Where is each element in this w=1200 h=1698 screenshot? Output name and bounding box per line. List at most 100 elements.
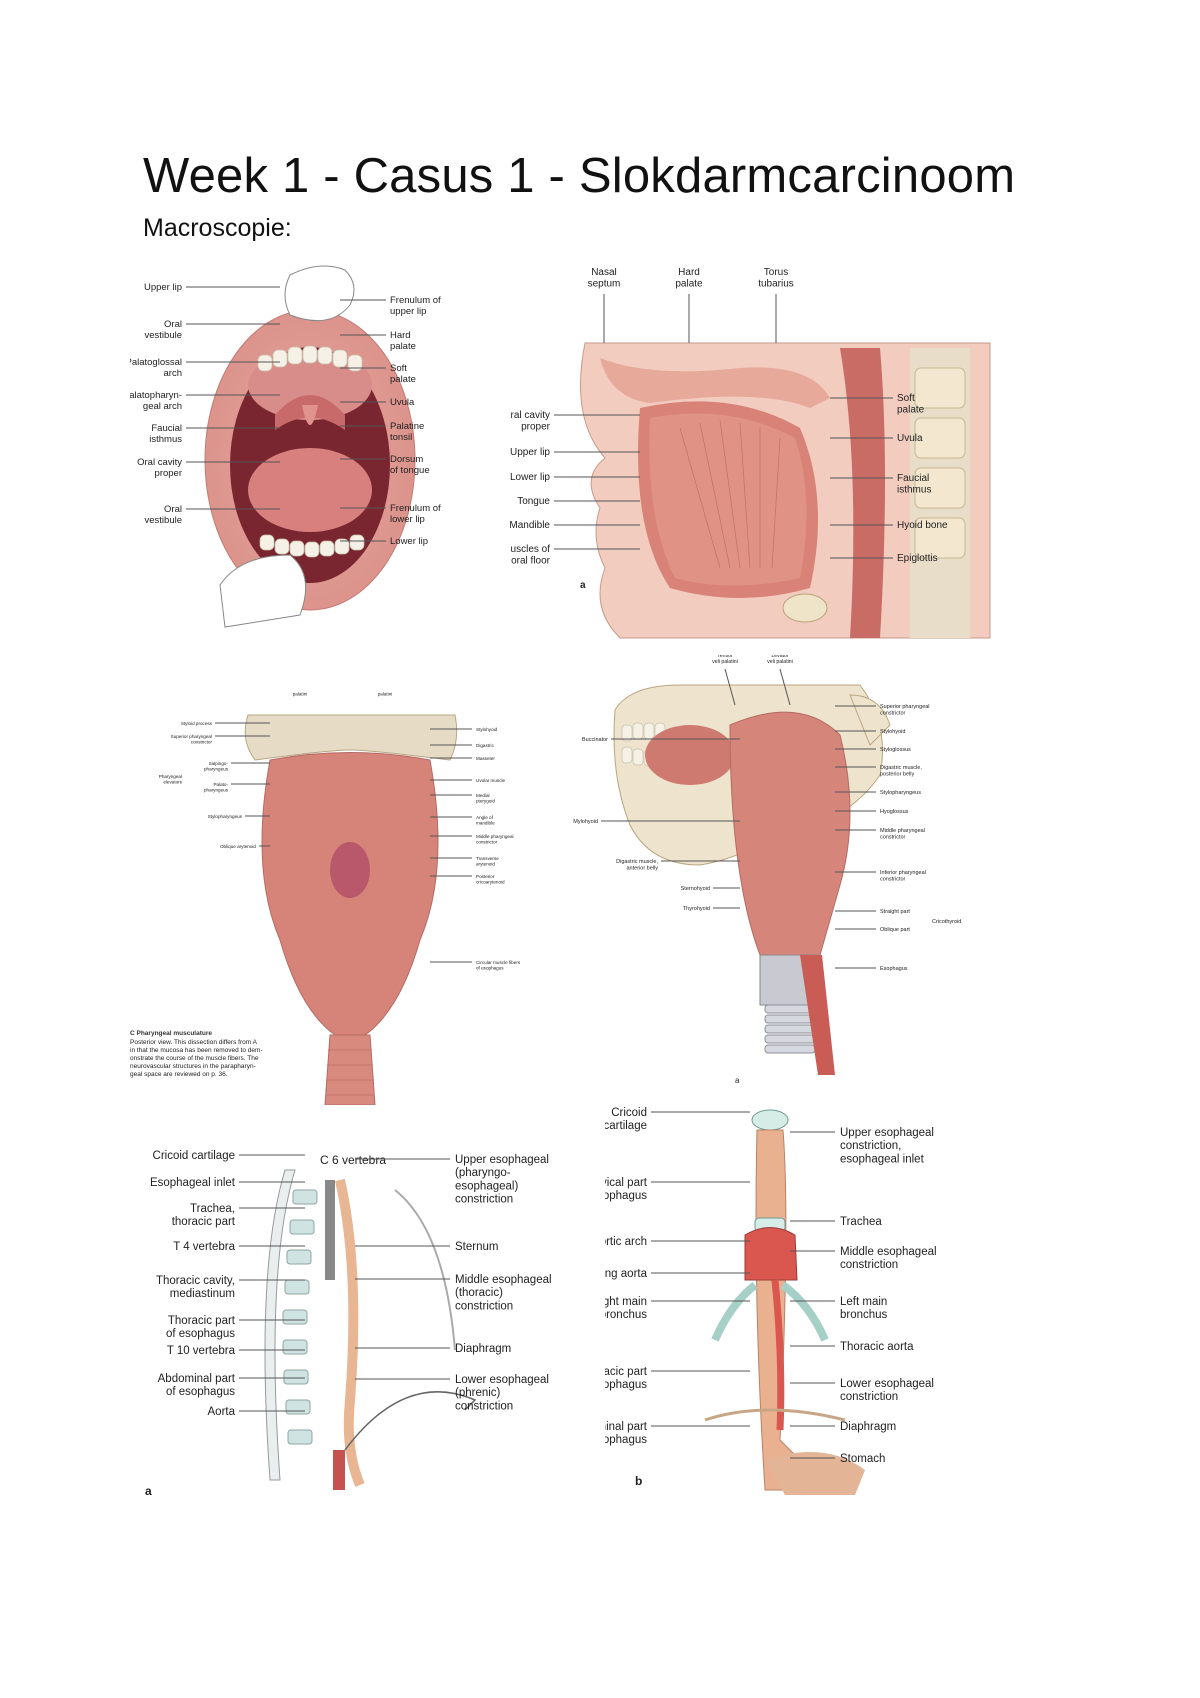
label-left: Palato-pharyngeus [204, 782, 229, 792]
leader-line [724, 668, 736, 706]
label-left: Mylohyoid [573, 819, 598, 825]
pharyngeal-musculature-illustration: C Pharyngeal musculature Posterior view.… [130, 690, 521, 1105]
label-left: Salpingo-pharyngeus [204, 761, 229, 771]
label-left: T 4 vertebra [173, 1241, 235, 1253]
label-left: Styloid process [181, 721, 213, 726]
label-right: Masseter [476, 756, 495, 761]
label-right: Diaphragm [455, 1343, 511, 1355]
label-right: Digastric muscle,posterior belly [880, 765, 922, 777]
label-left: Sternohyoid [681, 886, 710, 892]
caption-line: neurovascular structures in the paraphar… [130, 1063, 256, 1070]
label-right: Trachea [840, 1216, 882, 1228]
label-left: Mandible [510, 520, 550, 531]
label-right: Sternum [455, 1241, 498, 1253]
panel-letter: a [580, 580, 586, 591]
label-right: Uvula [897, 433, 923, 444]
label-right: Diaphragm [840, 1421, 896, 1433]
label-left: T 10 vertebra [167, 1345, 236, 1357]
label-right: Lower esophageal(phrenic)constriction [455, 1374, 549, 1412]
label-right: Lower lip [390, 536, 428, 547]
document-title: Week 1 - Casus 1 - Slokdarmcarcinoom [143, 149, 1016, 203]
label-right: Digastric [476, 743, 495, 748]
caption-line: in that the mucosa has been removed to d… [130, 1047, 263, 1054]
label-right: Oblique part [880, 927, 910, 933]
caption-line: onstrate the course of the muscle fibers… [130, 1055, 259, 1062]
label-left: Upper lip [144, 282, 182, 293]
label-left: Upper lip [510, 447, 550, 458]
label-left: Tongue [517, 496, 550, 507]
label-right: Uvular muscle [476, 778, 506, 783]
label-left: Aorta [208, 1406, 236, 1418]
label-left: alatopharyn-geal arch [130, 390, 182, 412]
figure-pharyngeal-musculature: C Pharyngeal musculature Posterior view.… [130, 690, 550, 1105]
esophagus-sagittal-illustration: a C 6 vertebra Cricoid cartilageEsophage… [145, 1150, 552, 1495]
label-left: Aortic arch [605, 1236, 647, 1248]
label-left: Oblique arytenoid [220, 844, 256, 849]
label-right: Stylohyoid [880, 729, 905, 735]
label-right: Styloglossus [880, 747, 911, 753]
document-subtitle: Macroscopie: [143, 214, 292, 242]
label-left: Lower lip [510, 472, 550, 483]
label-right: Esophagus [880, 966, 908, 972]
label-right: Stylopharyngeus [880, 790, 921, 796]
label-right: Uvula [390, 397, 415, 408]
label-left: Thoracic cavity,mediastinum [156, 1275, 235, 1300]
label-left: Esophageal inlet [150, 1177, 236, 1189]
label-left: Cricoid cartilage [153, 1150, 235, 1162]
panel-letter: b [635, 1474, 642, 1488]
figure-sagittal-head: a NasalseptumHardpalateTorustubariusOral… [510, 268, 1050, 648]
label-left: Digastric muscle,anterior belly [616, 859, 658, 871]
label-left: Buccinator [582, 737, 608, 743]
label-left: Trachea,thoracic part [172, 1203, 236, 1228]
caption-line: Posterior view. This dissection differs … [130, 1039, 258, 1046]
sagittal-head-illustration: a NasalseptumHardpalateTorustubariusOral… [510, 268, 991, 639]
label-right: Thoracic aorta [840, 1341, 914, 1353]
label-right: Stylohyoid [476, 727, 498, 732]
label-c6-vertebra: C 6 vertebra [320, 1153, 386, 1167]
panel-letter: a [145, 1484, 152, 1495]
label-right: Hyoid bone [897, 520, 948, 531]
